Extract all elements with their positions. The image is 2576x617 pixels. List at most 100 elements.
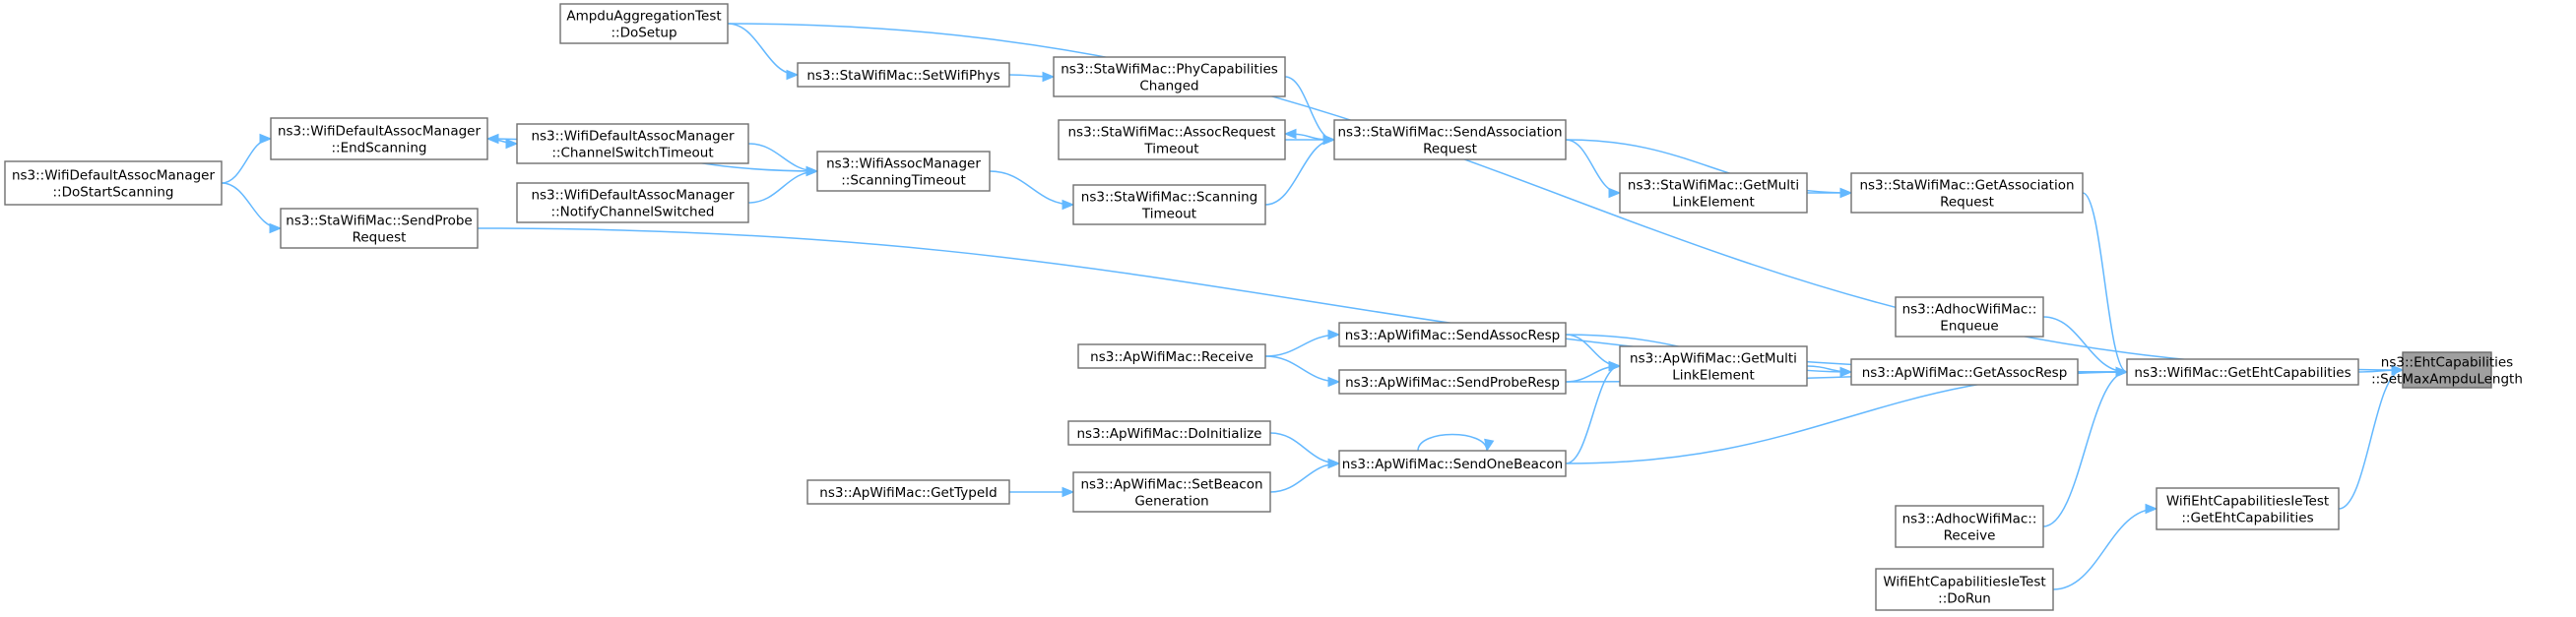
node-adhoc-receive[interactable]: ns3::AdhocWifiMac::Receive (1895, 505, 2044, 548)
node-box (806, 479, 1010, 505)
node-def-end-scan[interactable]: ns3::WifiDefaultAssocManager::EndScannin… (270, 117, 488, 160)
node-label-line: ns3::WifiDefaultAssocManager (531, 129, 735, 145)
edge-ap-get-type-id-to-ap-set-beacon (1008, 486, 1075, 498)
node-label-line: ns3::ApWifiMac::SendAssocResp (1345, 328, 1561, 343)
node-box (816, 151, 991, 192)
node-label-line: ns3::WifiDefaultAssocManager (12, 168, 216, 184)
node-sta-scan-timeout[interactable]: ns3::StaWifiMac::ScanningTimeout (1072, 184, 1266, 225)
arrowhead (1042, 71, 1056, 83)
node-label-line: ns3::WifiDefaultAssocManager (278, 124, 482, 140)
node-box (1072, 184, 1266, 225)
node-box (1333, 119, 1567, 160)
node-ap-send-beacon[interactable]: ns3::ApWifiMac::SendOneBeacon (1338, 450, 1567, 477)
node-label-line: ::NotifyChannelSwitched (551, 205, 715, 220)
node-label-line: ::SetMaxAmpduLength (2371, 372, 2523, 388)
node-ap-send-probe-resp[interactable]: ns3::ApWifiMac::SendProbeResp (1338, 369, 1567, 395)
node-adhoc-enqueue[interactable]: ns3::AdhocWifiMac::Enqueue (1895, 296, 2044, 338)
node-box (1895, 505, 2044, 548)
node-box (1850, 358, 2079, 386)
node-sta-set-phys[interactable]: ns3::StaWifiMac::SetWifiPhys (797, 62, 1010, 88)
edge-test-do-run-to-test-get-eht (2052, 503, 2158, 590)
node-box (516, 182, 749, 223)
node-label-line: WifiEhtCapabilitiesIeTest (2166, 494, 2329, 510)
edge-sta-send-assoc-to-sta-get-multi (1565, 139, 1622, 199)
arrowhead (1327, 329, 1341, 340)
node-eht-set[interactable]: ns3::EhtCapabilities::SetMaxAmpduLength (2371, 351, 2523, 389)
node-def-notify[interactable]: ns3::WifiDefaultAssocManager::NotifyChan… (516, 182, 749, 223)
node-label-line: ns3::StaWifiMac::Scanning (1081, 190, 1257, 206)
edge-line (727, 23, 2404, 371)
edge-line (727, 23, 799, 76)
node-layer: ns3::EhtCapabilities::SetMaxAmpduLength A… (4, 3, 2523, 611)
node-ap-get-assoc-resp[interactable]: ns3::ApWifiMac::GetAssocResp (1850, 358, 2079, 386)
node-label-line: ::DoRun (1938, 591, 1991, 607)
node-label-line: ns3::StaWifiMac::SendProbe (286, 214, 472, 229)
node-label-line: ::GetEhtCapabilities (2181, 511, 2313, 526)
node-test-get-eht[interactable]: WifiEhtCapabilitiesIeTest::GetEhtCapabil… (2156, 487, 2340, 530)
node-ampdu-setup[interactable]: AmpduAggregationTest::DoSetup (559, 3, 729, 44)
node-box (2126, 358, 2359, 386)
node-label-line: ns3::ApWifiMac::GetMulti (1630, 351, 1797, 367)
node-def-chan-switch[interactable]: ns3::WifiDefaultAssocManager::ChannelSwi… (516, 123, 749, 164)
node-label-line: ns3::WifiAssocManager (826, 156, 981, 172)
edge-def-do-start-to-def-end-scan (221, 133, 273, 184)
node-ap-do-init[interactable]: ns3::ApWifiMac::DoInitialize (1067, 420, 1271, 446)
edge-line (221, 138, 272, 184)
node-label-line: ns3::EhtCapabilities (2381, 355, 2513, 371)
edge-ampdu-setup-to-sta-set-phys (727, 23, 800, 81)
node-label-line: ns3::ApWifiMac::SetBeacon (1080, 477, 1262, 493)
edge-def-do-start-to-sta-send-probe (221, 182, 283, 234)
node-ap-get-type-id[interactable]: ns3::ApWifiMac::GetTypeId (806, 479, 1010, 505)
edge-line (477, 227, 2128, 373)
node-box (1875, 568, 2054, 611)
node-label-line: ns3::StaWifiMac::SendAssociation (1337, 125, 1562, 141)
node-label-line: ns3::ApWifiMac::SendOneBeacon (1342, 457, 1563, 472)
edge-adhoc-receive-to-wifi-get-eht (2042, 366, 2129, 527)
edge-assoc-scan-timeout-to-sta-scan-timeout (989, 170, 1075, 211)
arrowhead (259, 133, 273, 145)
node-label-line: ns3::ApWifiMac::GetTypeId (819, 485, 997, 501)
node-test-do-run[interactable]: WifiEhtCapabilitiesIeTest::DoRun (1875, 568, 2054, 611)
node-ap-send-assoc-resp[interactable]: ns3::ApWifiMac::SendAssocResp (1338, 322, 1567, 347)
node-box (1850, 172, 2084, 214)
edge-ap-set-beacon-to-ap-send-beacon (1269, 458, 1341, 493)
node-label-line: AmpduAggregationTest (566, 9, 721, 25)
edge-layer (221, 23, 2405, 590)
node-box (280, 208, 479, 249)
edge-line (2042, 316, 2128, 373)
edge-sta-set-phys-to-sta-phy-cap (1008, 71, 1056, 83)
edge-sta-scan-timeout-to-sta-send-assoc (1264, 134, 1336, 206)
arrowhead (786, 69, 800, 81)
node-wifi-get-eht[interactable]: ns3::WifiMac::GetEhtCapabilities (2126, 358, 2359, 386)
arrowhead (1839, 366, 1853, 378)
arrowhead (1327, 376, 1341, 388)
node-box (1338, 369, 1567, 395)
node-label-line: LinkElement (1672, 368, 1755, 384)
edge-ap-receive-to-ap-send-assoc-resp (1264, 329, 1341, 357)
node-label-line: WifiEhtCapabilitiesIeTest (1883, 575, 2045, 590)
arrowhead (1283, 128, 1297, 140)
node-ap-receive[interactable]: ns3::ApWifiMac::Receive (1077, 343, 1266, 369)
node-box (1338, 322, 1567, 347)
edge-line (221, 182, 282, 229)
node-label-line: ns3::StaWifiMac::SetWifiPhys (806, 68, 999, 84)
node-box (4, 160, 223, 206)
node-def-do-start[interactable]: ns3::WifiDefaultAssocManager::DoStartSca… (4, 160, 223, 206)
edge-line (989, 170, 1074, 206)
arrowhead (1608, 187, 1622, 199)
node-label-line: ns3::StaWifiMac::GetMulti (1628, 178, 1799, 194)
edge-sta-send-probe-to-wifi-get-eht (477, 227, 2129, 378)
node-label-line: Request (353, 230, 407, 246)
node-assoc-scan-timeout[interactable]: ns3::WifiAssocManager::ScanningTimeout (816, 151, 991, 192)
node-label-line: ns3::ApWifiMac::Receive (1090, 349, 1254, 365)
edge-line (2082, 192, 2128, 373)
